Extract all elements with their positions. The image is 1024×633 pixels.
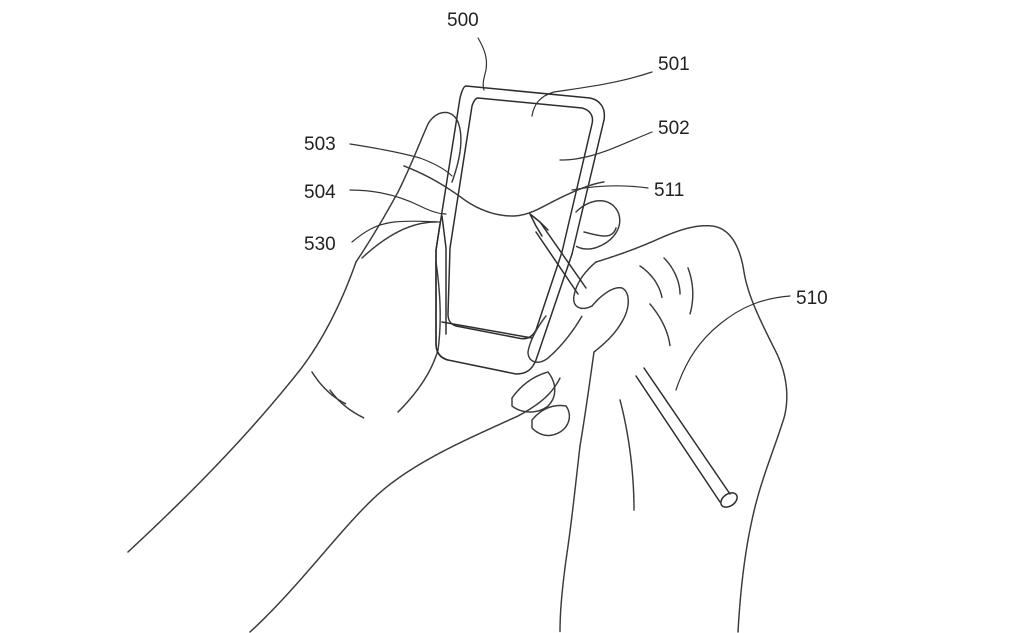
label-502: 502 bbox=[658, 118, 690, 139]
display-boundary bbox=[403, 165, 605, 217]
label-511: 511 bbox=[654, 180, 684, 201]
label-510: 510 bbox=[796, 288, 828, 309]
label-500: 500 bbox=[447, 10, 479, 31]
right-hand bbox=[527, 224, 788, 633]
leader-504 bbox=[349, 189, 447, 215]
leader-503 bbox=[349, 143, 453, 177]
label-504: 504 bbox=[304, 182, 336, 203]
reference-numerals: 500 501 502 503 504 530 511 510 bbox=[304, 10, 828, 309]
stylus-pen bbox=[529, 213, 738, 508]
label-503: 503 bbox=[304, 134, 336, 155]
mobile-device bbox=[435, 85, 606, 375]
leader-500 bbox=[477, 37, 488, 91]
label-530: 530 bbox=[304, 234, 336, 255]
leader-lines bbox=[349, 37, 791, 391]
left-hand bbox=[127, 111, 621, 633]
leader-510 bbox=[675, 295, 791, 391]
leader-511 bbox=[571, 185, 649, 191]
leader-501 bbox=[531, 71, 653, 117]
leader-530 bbox=[351, 220, 441, 243]
label-501: 501 bbox=[658, 54, 690, 75]
leader-502 bbox=[559, 131, 653, 161]
